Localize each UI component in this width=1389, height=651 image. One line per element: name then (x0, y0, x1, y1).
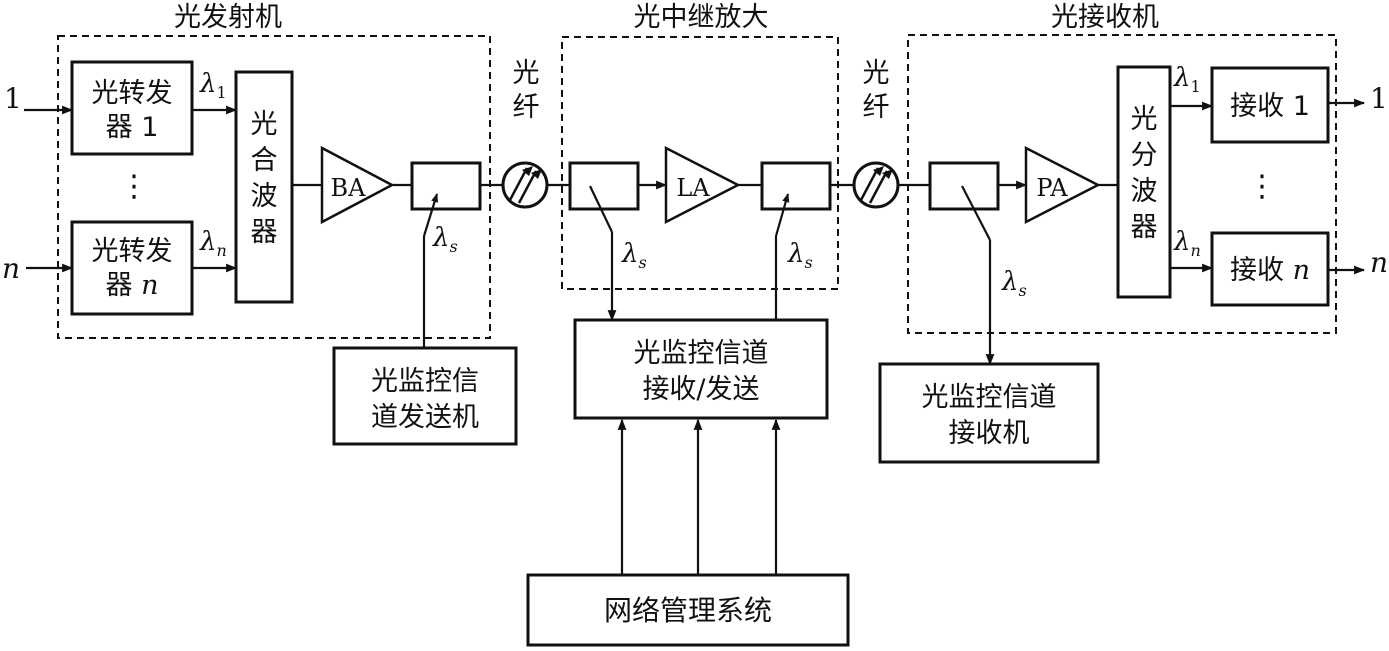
transponder-ellipsis: ⋮ (119, 169, 149, 204)
fiber-2-label: 光纤 (863, 58, 890, 123)
repeater-add-coupler (760, 161, 832, 211)
osc-txrx-box (573, 318, 829, 420)
line-amp (664, 145, 741, 225)
fiber-span-2-icon (852, 161, 900, 209)
lambda-s-add-label: λs (787, 239, 813, 272)
receiver-n-label: 接收 n (1230, 255, 1310, 286)
lambda-s-drop-label: λs (621, 239, 647, 272)
lambdan-rx-label: λn (1173, 227, 1201, 260)
lambda1-tx-label: λ1 (199, 69, 227, 102)
fiber-span-1-icon (501, 161, 549, 209)
rx-osc-coupler (928, 161, 1000, 211)
osc-receiver-box (878, 362, 1100, 464)
nms-label: 网络管理系统 (604, 594, 772, 627)
osc-rx-diag (961, 185, 991, 241)
pre-amp-label: PA (1036, 174, 1068, 202)
receiver-1-box (1210, 66, 1330, 144)
receiver-ellipsis: ⋮ (1247, 169, 1277, 204)
lambda-s-rx-label: λs (1001, 267, 1027, 300)
output-n-label: n (1370, 246, 1388, 279)
osc-receiver-label: 光监控信道接收机 (922, 382, 1057, 449)
repeater-title: 光中继放大 (634, 2, 769, 33)
output-1-label: 1 (1370, 82, 1388, 115)
receiver-title: 光接收机 (1051, 2, 1159, 33)
fiber-1-label: 光纤 (513, 58, 540, 123)
booster-amp-label: BA (331, 174, 367, 202)
osc-txrx-label: 光监控信道接收/发送 (634, 338, 769, 405)
line-amp-label: LA (676, 174, 710, 202)
transponder-n-label: 光转发器 n (92, 236, 173, 301)
osc-tx-into-coupler (422, 193, 439, 237)
transponder-1-box (70, 60, 194, 156)
lambda-s-tx-label: λs (432, 223, 458, 256)
transmitter-title: 光发射机 (174, 2, 282, 33)
transponder-1-label: 光转发器 1 (92, 78, 173, 143)
transponder-n-box (70, 220, 194, 316)
lambda1-rx-label: λ1 (1173, 63, 1201, 96)
booster-amp (320, 145, 395, 225)
input-1-label: 1 (4, 82, 22, 115)
osc-add-into-coupler (774, 193, 790, 237)
tx-osc-coupler (410, 161, 482, 211)
repeater-drop-coupler (568, 161, 640, 211)
osc-transmitter-label: 光监控信道发送机 (371, 366, 479, 433)
osc-transmitter-box (332, 346, 518, 446)
receiver-1-label: 接收 1 (1230, 91, 1310, 122)
demux-box (1116, 65, 1172, 299)
pre-amp (1024, 145, 1101, 225)
lambdan-tx-label: λn (199, 227, 227, 260)
input-n-label: n (2, 252, 20, 285)
transmitter-frame (57, 35, 491, 339)
nms-box (526, 573, 850, 647)
mux-label: 光合波器 (251, 109, 278, 248)
osc-drop-diag (589, 185, 613, 233)
repeater-frame (561, 36, 839, 290)
demux-label: 光分波器 (1131, 104, 1158, 243)
mux-box (234, 70, 294, 304)
